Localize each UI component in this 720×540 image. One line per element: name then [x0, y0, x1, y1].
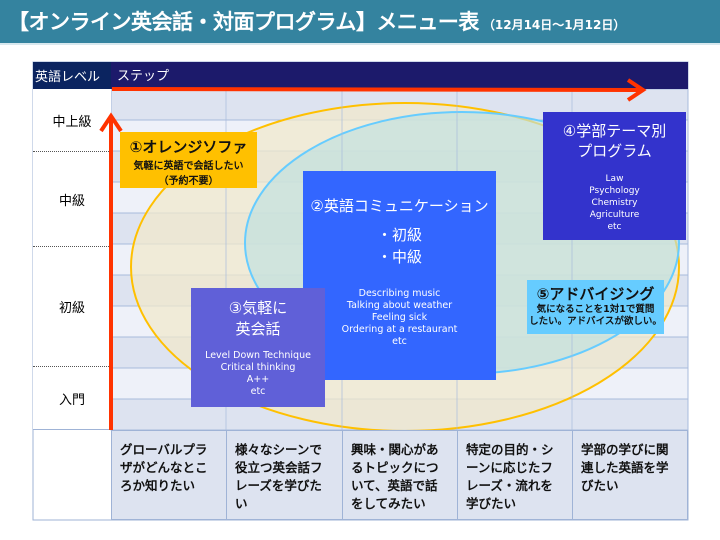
page-header: 【オンライン英会話・対面プログラム】メニュー表（12月14日～1月12日）	[0, 0, 720, 45]
program-title: ④学部テーマ別	[562, 122, 667, 140]
level-intermediate: 中級	[33, 152, 111, 247]
topic: Feeling sick	[371, 312, 428, 323]
topic: etc	[250, 386, 266, 397]
topic: etc	[392, 336, 407, 347]
topic-list: Level Down Technique Critical thinking A…	[191, 350, 325, 398]
program-orange-sofa[interactable]: ①オレンジソファ 気軽に英語で会話したい （予約不要）	[120, 132, 257, 188]
topic: etc	[607, 222, 622, 232]
program-title: ①オレンジソファ	[129, 138, 248, 156]
topic: Ordering at a restaurant	[341, 324, 458, 335]
topic-list: Describing music Talking about weather F…	[303, 288, 496, 348]
level-upper-intermediate: 中上級	[33, 89, 111, 152]
topic: Chemistry	[591, 198, 638, 208]
step-arrow	[111, 87, 641, 92]
program-title: 英会話	[235, 320, 281, 338]
step-arrow-head-icon	[626, 78, 647, 102]
step-cell: 様々なシーンで役立つ英会話フレーズを学びたい	[226, 430, 343, 520]
program-faculty-theme[interactable]: ④学部テーマ別 プログラム Law Psychology Chemistry A…	[543, 112, 686, 240]
program-title: ②英語コミュニケーション	[310, 197, 489, 215]
topic: Law	[605, 174, 624, 184]
program-title: ⑤アドバイジング	[536, 285, 655, 303]
program-desc: 気軽に英語で会話したい	[133, 161, 244, 172]
topic: Psychology	[589, 186, 640, 196]
step-cell: 特定の目的・シーンに応じたフレーズ・流れを学びたい	[457, 430, 573, 520]
program-casual-english[interactable]: ③気軽に 英会話 Level Down Technique Critical t…	[191, 288, 325, 407]
topic-list: Law Psychology Chemistry Agriculture etc	[543, 173, 686, 233]
step-cell: 学部の学びに関連した英語を学びたい	[572, 430, 688, 520]
program-note: （予約不要）	[158, 176, 219, 187]
level-introductory: 入門	[33, 367, 111, 430]
topic: Agriculture	[589, 210, 640, 220]
level-header: 英語レベル	[33, 62, 111, 89]
program-title: プログラム	[577, 142, 652, 160]
level-item: ・中級	[376, 248, 422, 266]
program-english-communication[interactable]: ②英語コミュニケーション ・初級 ・中級 Describing music Ta…	[303, 171, 496, 380]
level-arrow-head-icon	[99, 112, 123, 133]
level-item: ・初級	[376, 226, 422, 244]
topic: Critical thinking	[220, 362, 296, 373]
program-advising[interactable]: ⑤アドバイジング 気になることを1対1で質問 したい。アドバイスが欲しい。	[527, 280, 664, 334]
level-beginner: 初級	[33, 247, 111, 367]
program-desc: したい。アドバイスが欲しい。	[529, 316, 662, 327]
topic: Level Down Technique	[205, 350, 311, 361]
topic: Describing music	[358, 288, 441, 299]
page-title: 【オンライン英会話・対面プログラム】メニュー表	[8, 10, 479, 34]
step-header: ステップ	[111, 62, 688, 89]
program-title: ③気軽に	[228, 299, 288, 317]
date-range: （12月14日～1月12日）	[482, 18, 626, 32]
program-desc: 気になることを1対1で質問	[536, 304, 655, 315]
step-cell: グローバルプラザがどんなところか知りたい	[111, 430, 227, 520]
topic: Talking about weather	[346, 300, 453, 311]
topic: A++	[246, 374, 270, 385]
